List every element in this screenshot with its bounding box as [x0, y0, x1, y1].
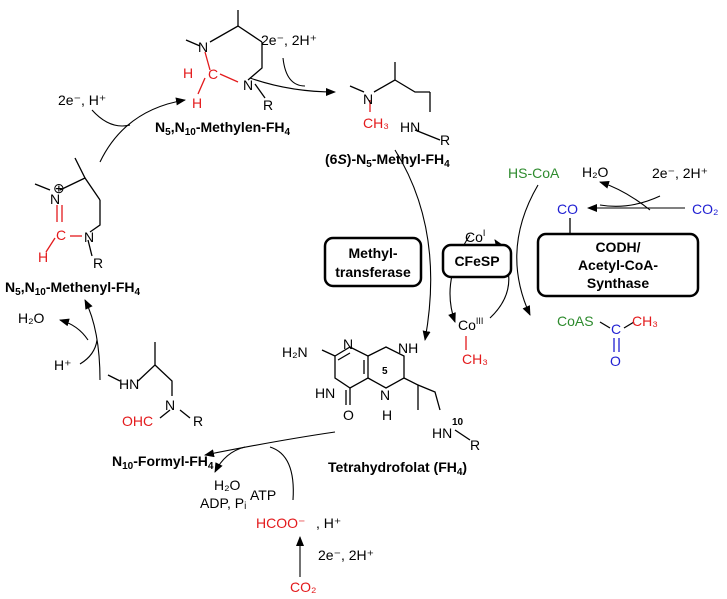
- atom-hn-methyl: HN: [400, 119, 420, 135]
- label-codh-1: CODH/: [595, 239, 640, 255]
- methenyl-structure: N ⊕ C N H R: [34, 157, 103, 271]
- atom-hn-thf: HN: [315, 385, 335, 401]
- atom-ch3-methyl: CH₃: [363, 115, 389, 131]
- atom-o-acetyl: O: [610, 353, 621, 369]
- reagent-top-right: 2e⁻, 2H⁺: [261, 32, 317, 48]
- arrow-methyl-to-thf: [394, 149, 432, 341]
- atom-r-methenyl: R: [93, 255, 103, 271]
- label-methenyl: N5,N10-Methenyl-FH4: [5, 279, 140, 298]
- atom-n5-methyl: N: [363, 91, 373, 107]
- atom-n5-thf: N: [380, 387, 390, 403]
- reagent-h-plus-left: H⁺: [54, 357, 72, 373]
- arrow-adp-out: [214, 446, 246, 473]
- atom-h2n-thf: H₂N: [282, 344, 308, 360]
- atom-r-formyl: R: [193, 413, 203, 429]
- label-methyltransferase-2: transferase: [335, 264, 411, 280]
- reagent-e-right: 2e⁻, 2H⁺: [652, 165, 708, 181]
- atom-c-methylene: C: [208, 66, 218, 82]
- arrow-formyl-to-methenyl: [84, 299, 101, 381]
- atom-ohc-formyl: OHC: [122, 413, 153, 429]
- atom-h-methylene-1: H: [183, 65, 193, 81]
- reagent-h2o-left: H₂O: [18, 310, 45, 326]
- acetyl-coa-structure: CoAS C CH₃ O: [557, 313, 658, 369]
- atom-c-acetyl: C: [611, 321, 621, 337]
- reagent-adp-pi: ADP, Pᵢ: [200, 495, 246, 511]
- reagent-hs-coa: HS-CoA: [508, 165, 560, 181]
- methylene-structure: N N H C H R: [183, 10, 273, 113]
- atom-plus-methenyl: ⊕: [53, 180, 65, 196]
- atom-n-thf-1: N: [343, 336, 353, 352]
- reagent-co-right: CO: [557, 201, 578, 217]
- atom-r-methylene: R: [263, 97, 273, 113]
- atom-h-methenyl: H: [38, 249, 48, 265]
- atom-label-5: 5: [382, 366, 388, 377]
- formyl-structure: HN N OHC R: [107, 342, 203, 429]
- reagent-ch3-acetyl: CH₃: [632, 313, 658, 329]
- label-methylene: N5,N10-Methylen-FH4: [155, 119, 290, 138]
- reagent-h-plus-bottom: , H⁺: [316, 515, 341, 531]
- arrow-to-h2o-right: [599, 180, 651, 211]
- reagent-h2o-bottom: H₂O: [214, 477, 241, 493]
- atom-c-methenyl: C: [56, 227, 66, 243]
- codh-box: [536, 232, 700, 298]
- arrow-right-electron: [599, 195, 661, 207]
- atom-h-methylene-2: H: [192, 95, 202, 111]
- atom-nh-thf-top: NH: [398, 340, 418, 356]
- methyl-structure: N CH₃ HN R: [349, 62, 450, 148]
- atom-n10-methylene: N: [243, 77, 253, 93]
- label-methyltransferase-1: Methyl-: [349, 245, 398, 261]
- label-methyl: (6S)-N5-Methyl-FH4: [325, 151, 450, 170]
- label-formyl: N10-Formyl-FH4: [112, 453, 214, 472]
- label-cfesp: CFeSP: [454, 253, 499, 269]
- arrow-hscoa-to-coas: [516, 184, 539, 316]
- atom-label-10: 10: [452, 417, 464, 428]
- arrow-methenyl-to-methylene: [99, 97, 186, 163]
- reagent-coas: CoAS: [557, 313, 594, 329]
- reagent-atp: ATP: [250, 487, 276, 503]
- arrow-thf-to-formyl: [204, 431, 336, 458]
- reagent-co-iii: CoIII: [458, 316, 483, 333]
- reagent-top-left: 2e⁻, H⁺: [58, 92, 106, 108]
- atom-hn-formyl: HN: [119, 376, 139, 392]
- label-codh-3: Synthase: [587, 275, 649, 291]
- atom-h-thf: H: [382, 407, 392, 423]
- arrow-h-plus-in: [79, 339, 98, 365]
- reagent-e-bottom: 2e⁻, 2H⁺: [318, 547, 374, 563]
- arrow-methylene-to-methyl: [249, 77, 336, 96]
- reagent-co2-right: CO₂: [692, 201, 718, 217]
- atom-hn-thf-10: HN: [432, 425, 452, 441]
- atom-n10-methenyl: N: [84, 229, 94, 245]
- reagent-h2o-right: H₂O: [582, 164, 609, 180]
- atom-o-thf: O: [343, 407, 354, 423]
- cfesp-box: [441, 243, 513, 279]
- reagent-co-i: CoI: [465, 228, 485, 245]
- reagent-ch3-co: CH₃: [462, 351, 488, 367]
- reagent-hcoo: HCOO⁻: [256, 515, 305, 531]
- arrow-electron-top-left: [91, 109, 131, 127]
- label-thf: Tetrahydrofolat (FH4): [328, 459, 467, 478]
- arrow-atp-in: [269, 446, 294, 501]
- atom-r-thf: R: [470, 437, 480, 453]
- arrow-h2o-out: [59, 318, 89, 341]
- atom-n5-methylene: N: [198, 39, 208, 55]
- thf-structure: H₂N N NH HN N H 5 O HN 10 R: [282, 336, 480, 453]
- label-codh-2: Acetyl-CoA-: [578, 257, 658, 273]
- atom-r-methyl: R: [440, 132, 450, 148]
- atom-n5-methenyl: N: [50, 191, 60, 207]
- arrow-electron-top: [282, 57, 306, 87]
- methyltransferase-box: [323, 236, 423, 288]
- reagent-co2-bottom: CO₂: [290, 579, 316, 595]
- atom-n10-formyl: N: [165, 397, 175, 413]
